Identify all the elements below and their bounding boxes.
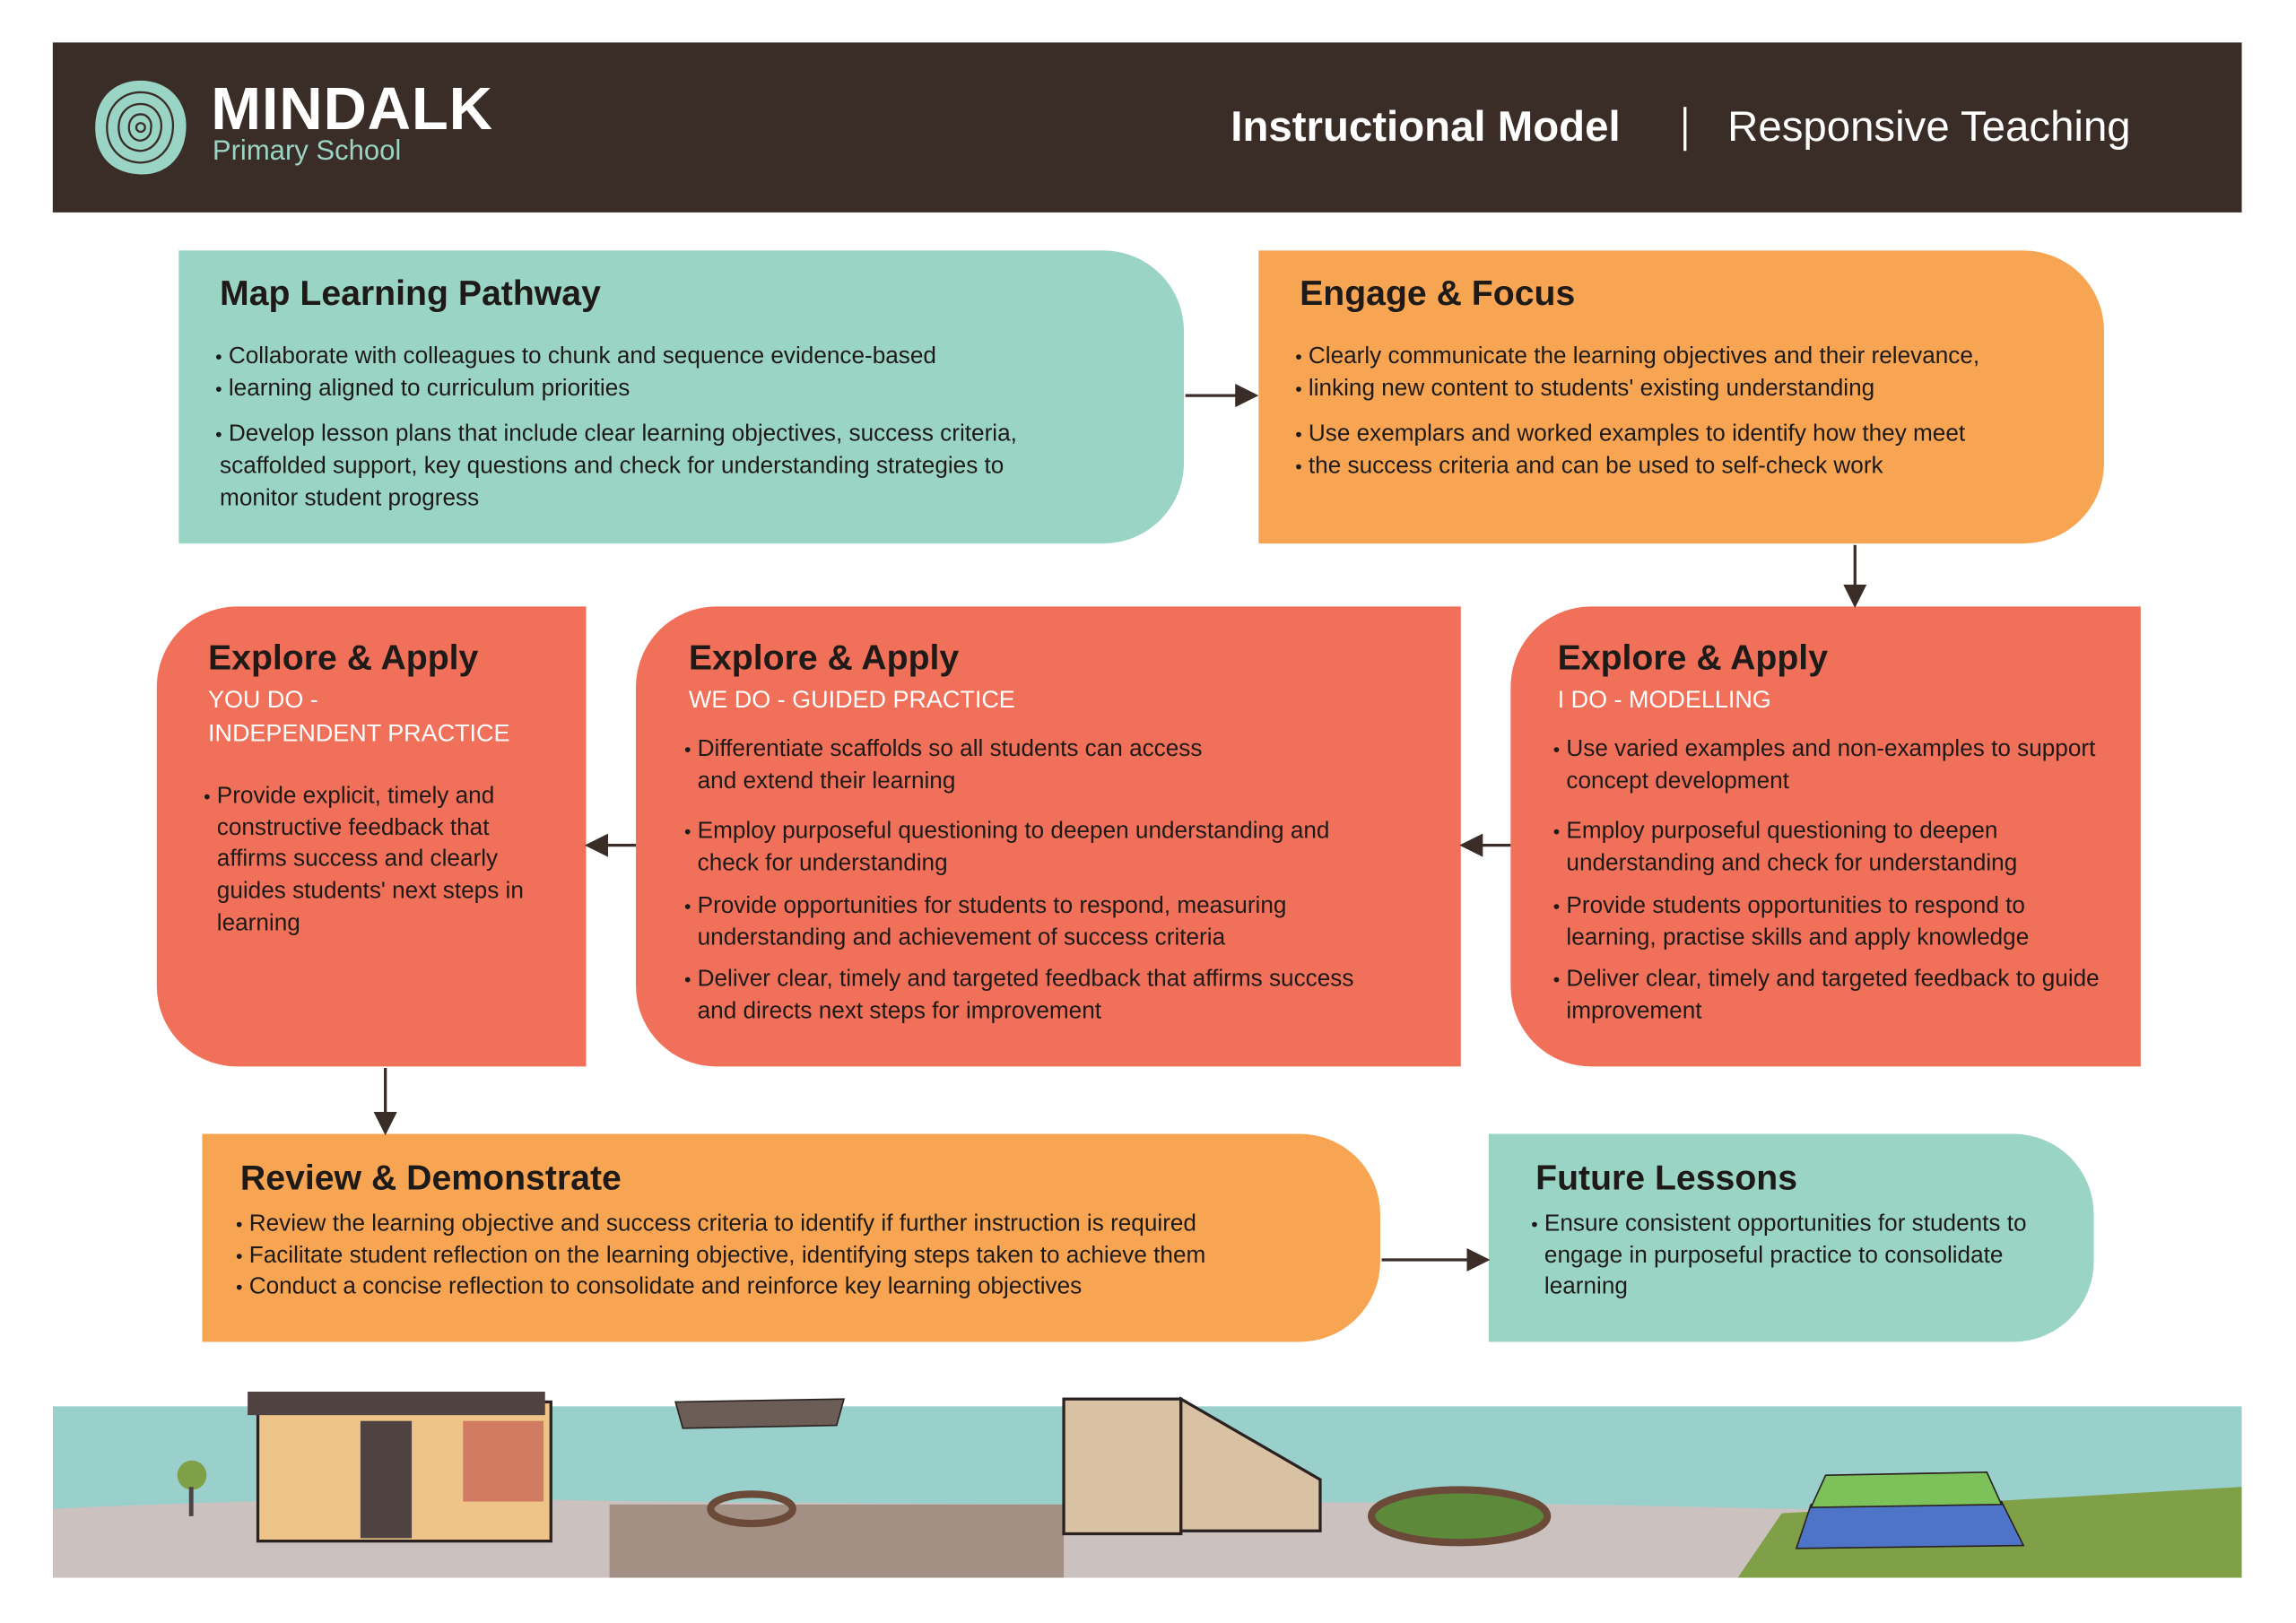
header-title: Instructional Model [1231, 103, 1621, 152]
tree-icon [177, 1460, 207, 1516]
bullet: Differentiate scaffolds so all students … [684, 733, 1203, 797]
step-subtitle: I DO - MODELLING [1557, 687, 1771, 714]
step-review-demonstrate: Review & Demonstrate Review the learning… [202, 1133, 1380, 1342]
header-divider [1683, 107, 1687, 152]
bullet: Use varied examples and non-examples to … [1553, 733, 2108, 797]
shade-sail-icon [674, 1398, 846, 1528]
bullet: Provide students opportunities to respon… [1553, 890, 2108, 954]
sports-court-icon [1795, 1471, 2025, 1549]
step-you-do: Explore & Apply YOU DO - INDEPENDENT PRA… [156, 606, 587, 1067]
step-i-do: Explore & Apply I DO - MODELLING Use var… [1510, 606, 2141, 1067]
bullet: Clearly communicate the learning objecti… [1295, 342, 2104, 373]
bullet: Review the learning objective and succes… [236, 1209, 1380, 1240]
bullet: learning aligned to curriculum prioritie… [215, 373, 1184, 404]
bullet: Provide opportunities for students to re… [684, 890, 1392, 954]
step-subtitle: WE DO - GUIDED PRACTICE [688, 687, 1015, 714]
building-icon [1062, 1396, 1322, 1536]
bullet: Deliver clear, timely and targeted feedb… [684, 964, 1392, 1028]
header-subtitle: Responsive Teaching [1727, 103, 2131, 152]
bullet: Deliver clear, timely and targeted feedb… [1553, 964, 2108, 1028]
bullet-continued: scaffolded support, key questions and ch… [220, 454, 1004, 480]
bullet-continued: monitor student progress [220, 486, 480, 511]
bullet: Develop lesson plans that include clear … [215, 420, 1184, 451]
step-we-do: Explore & Apply WE DO - GUIDED PRACTICE … [636, 606, 1461, 1067]
bullet: Provide explicit, timely and constructiv… [204, 781, 545, 940]
building-icon [248, 1392, 552, 1543]
tree-ring-logo-icon [95, 80, 187, 175]
step-title: Future Lessons [1535, 1159, 1798, 1199]
school-subtitle: Primary School [212, 135, 402, 168]
bullet: Ensure consistent opportunities for stud… [1531, 1209, 2077, 1304]
step-subtitle: INDEPENDENT PRACTICE [207, 720, 510, 748]
step-future-lessons: Future Lessons Ensure consistent opportu… [1488, 1133, 2094, 1342]
step-subtitle: YOU DO - [207, 687, 318, 714]
step-map-learning-pathway: Map Learning Pathway Collaborate with co… [178, 250, 1185, 544]
bullet: Conduct a concise reflection to consolid… [236, 1272, 1380, 1304]
bullet: Collaborate with colleagues to chunk and… [215, 342, 1184, 373]
bullet: Employ purposeful questioning to deepen … [684, 817, 1392, 881]
bullet: the success criteria and can be used to … [1295, 451, 2104, 482]
step-title: Explore & Apply [1557, 638, 1829, 679]
bullet: linking new content to students' existin… [1295, 373, 2104, 404]
bullet: Use exemplars and worked examples to ide… [1295, 420, 2104, 451]
step-title: Map Learning Pathway [220, 273, 601, 314]
school-brand: MINDALK [211, 74, 493, 143]
step-engage-focus: Engage & Focus Clearly communicate the l… [1258, 250, 2104, 544]
header-banner: MINDALK Primary School Instructional Mod… [52, 42, 2242, 213]
bullet: Facilitate student reflection on the lea… [236, 1240, 1380, 1271]
school-grounds-illustration [52, 1392, 2242, 1578]
oval-field-icon [1368, 1486, 1552, 1547]
bullet: Employ purposeful questioning to deepen … [1553, 817, 2108, 881]
step-title: Engage & Focus [1300, 273, 1576, 314]
step-title: Explore & Apply [688, 638, 960, 679]
step-title: Review & Demonstrate [239, 1159, 622, 1199]
step-title: Explore & Apply [207, 638, 479, 679]
